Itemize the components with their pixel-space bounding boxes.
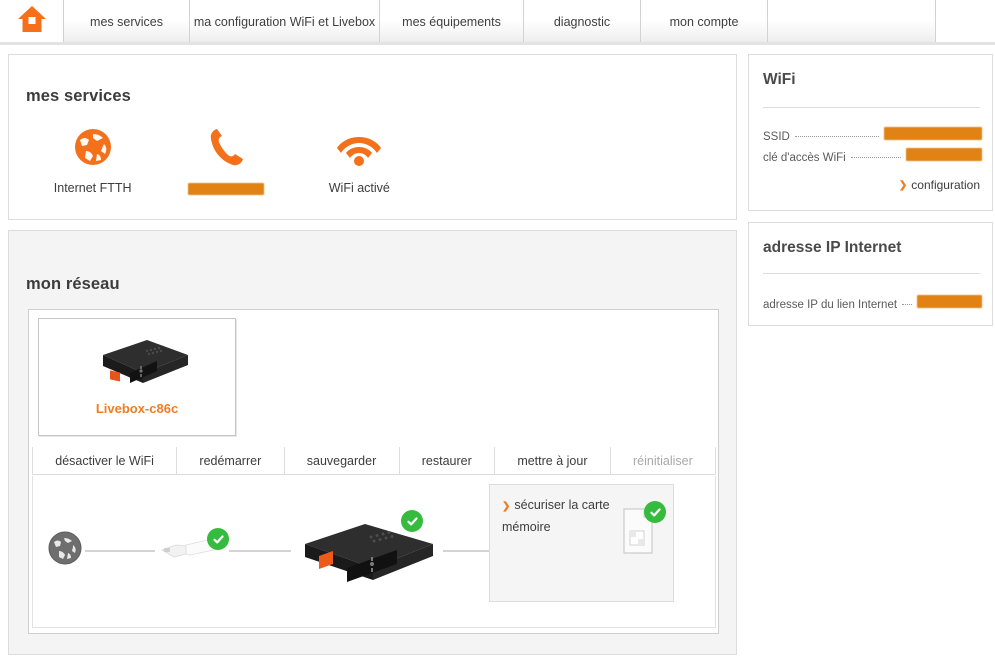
device-card-livebox[interactable]: Livebox-c86c [38,318,236,436]
row-dot-leader [902,304,913,305]
tab-3[interactable]: diagnostic [524,0,641,43]
tab-label: ma configuration WiFi et Livebox [193,14,376,29]
device-action-label: sauvegarder [306,453,377,468]
chevron-right-icon: ❯ [502,501,511,512]
wifi-configuration-label: configuration [911,178,980,192]
device-action-label: réinitialiser [633,453,693,468]
device-action-2[interactable]: sauvegarder [285,447,400,474]
row-value-redacted [906,148,982,161]
network-inner-box: Livebox-c86c désactiver le WiFi redémarre… [28,309,719,634]
diagram-link-livebox-card [443,550,491,552]
wifi-panel-title: WiFi [763,71,796,88]
globe-icon [71,123,115,171]
device-action-1[interactable]: redémarrer [177,447,285,474]
service-label-redacted [187,183,264,195]
livebox-icon [85,335,190,395]
secure-memory-card-link[interactable]: ❯sécuriser la carte mémoire [502,495,612,538]
home-icon [16,4,48,39]
network-diagram: ❯sécuriser la carte mémoire [32,476,716,628]
livebox-icon [297,516,437,587]
diagram-link-ont-livebox [229,550,291,552]
service-label: Internet FTTH [53,181,132,195]
my-services-panel: mes services Internet FTTH WiFi activé [8,54,737,220]
tab-label: mes équipements [402,14,501,29]
tab-4[interactable]: mon compte [641,0,768,43]
globe-grey-icon [46,529,84,572]
device-action-tabs: désactiver le WiFi redémarrer sauvegarder r… [32,447,717,475]
internet-ip-panel: adresse IP Internet adresse IP du lien I… [748,222,993,326]
internet-ip-panel-divider [763,273,980,274]
wifi-icon [335,123,383,171]
wifi-panel-divider [763,107,980,108]
internet-ip-panel-title: adresse IP Internet [763,239,902,256]
my-services-title: mes services [26,87,131,105]
tab-1[interactable]: ma configuration WiFi et Livebox [190,0,380,43]
device-action-4[interactable]: mettre à jour [495,447,611,474]
device-action-label: restaurer [421,453,472,468]
wifi-configuration-link[interactable]: ❯configuration [899,178,980,192]
device-action-5: réinitialiser [611,447,717,474]
row-value-redacted [917,295,982,308]
row-label: SSID [763,131,790,143]
row-value-redacted [884,127,982,140]
device-action-label: désactiver le WiFi [55,453,154,468]
service-item-1[interactable] [159,123,292,195]
device-action-label: mettre à jour [517,453,588,468]
device-action-0[interactable]: désactiver le WiFi [32,447,178,474]
wifi-panel: WiFi SSID clé d'accès WiFi ❯configuratio… [748,54,993,211]
memory-card-node [618,501,666,562]
chevron-right-icon: ❯ [898,179,908,191]
internet-node [45,528,85,572]
tab-label: mes services [90,14,163,29]
ont-node [155,528,229,568]
livebox-status-badge [401,510,423,532]
memory-card-icon [618,508,658,561]
tab-0[interactable]: mes services [64,0,190,43]
service-item-2[interactable]: WiFi activé [293,123,426,195]
home-tab[interactable] [0,0,64,43]
wifi-key-row: clé d'accès WiFi [763,148,982,164]
row-label: adresse IP du lien Internet [763,299,898,311]
secure-memory-card-label: sécuriser la carte mémoire [502,498,610,534]
memory-card-box[interactable]: ❯sécuriser la carte mémoire [489,484,674,602]
device-name: Livebox-c86c [95,401,179,416]
tab-label: mon compte [669,14,739,29]
internet-ip-row: adresse IP du lien Internet [763,295,982,311]
service-label: WiFi activé [328,181,390,195]
row-label: clé d'accès WiFi [763,152,846,164]
row-dot-leader [850,157,901,158]
main-navigation-bar: mes services ma configuration WiFi et Liv… [0,0,995,45]
tab-filler [768,0,936,43]
service-item-0[interactable]: Internet FTTH [26,123,159,195]
row-dot-leader [794,136,879,137]
memory-card-status-badge [644,501,666,523]
diagram-link-internet-ont [85,550,155,552]
livebox-node [291,510,443,587]
tab-list: mes services ma configuration WiFi et Liv… [0,0,936,43]
device-action-label: redémarrer [199,453,262,468]
service-list: Internet FTTH WiFi activé [26,123,426,195]
tabbar-underline [0,42,995,45]
tab-label: diagnostic [553,14,611,29]
ont-status-badge [207,528,229,550]
tab-2[interactable]: mes équipements [380,0,524,43]
my-network-title: mon réseau [26,275,120,293]
wifi-ssid-row: SSID [763,127,982,143]
my-network-panel: mon réseau [8,230,737,655]
phone-icon [204,123,248,171]
device-action-3[interactable]: restaurer [400,447,496,474]
